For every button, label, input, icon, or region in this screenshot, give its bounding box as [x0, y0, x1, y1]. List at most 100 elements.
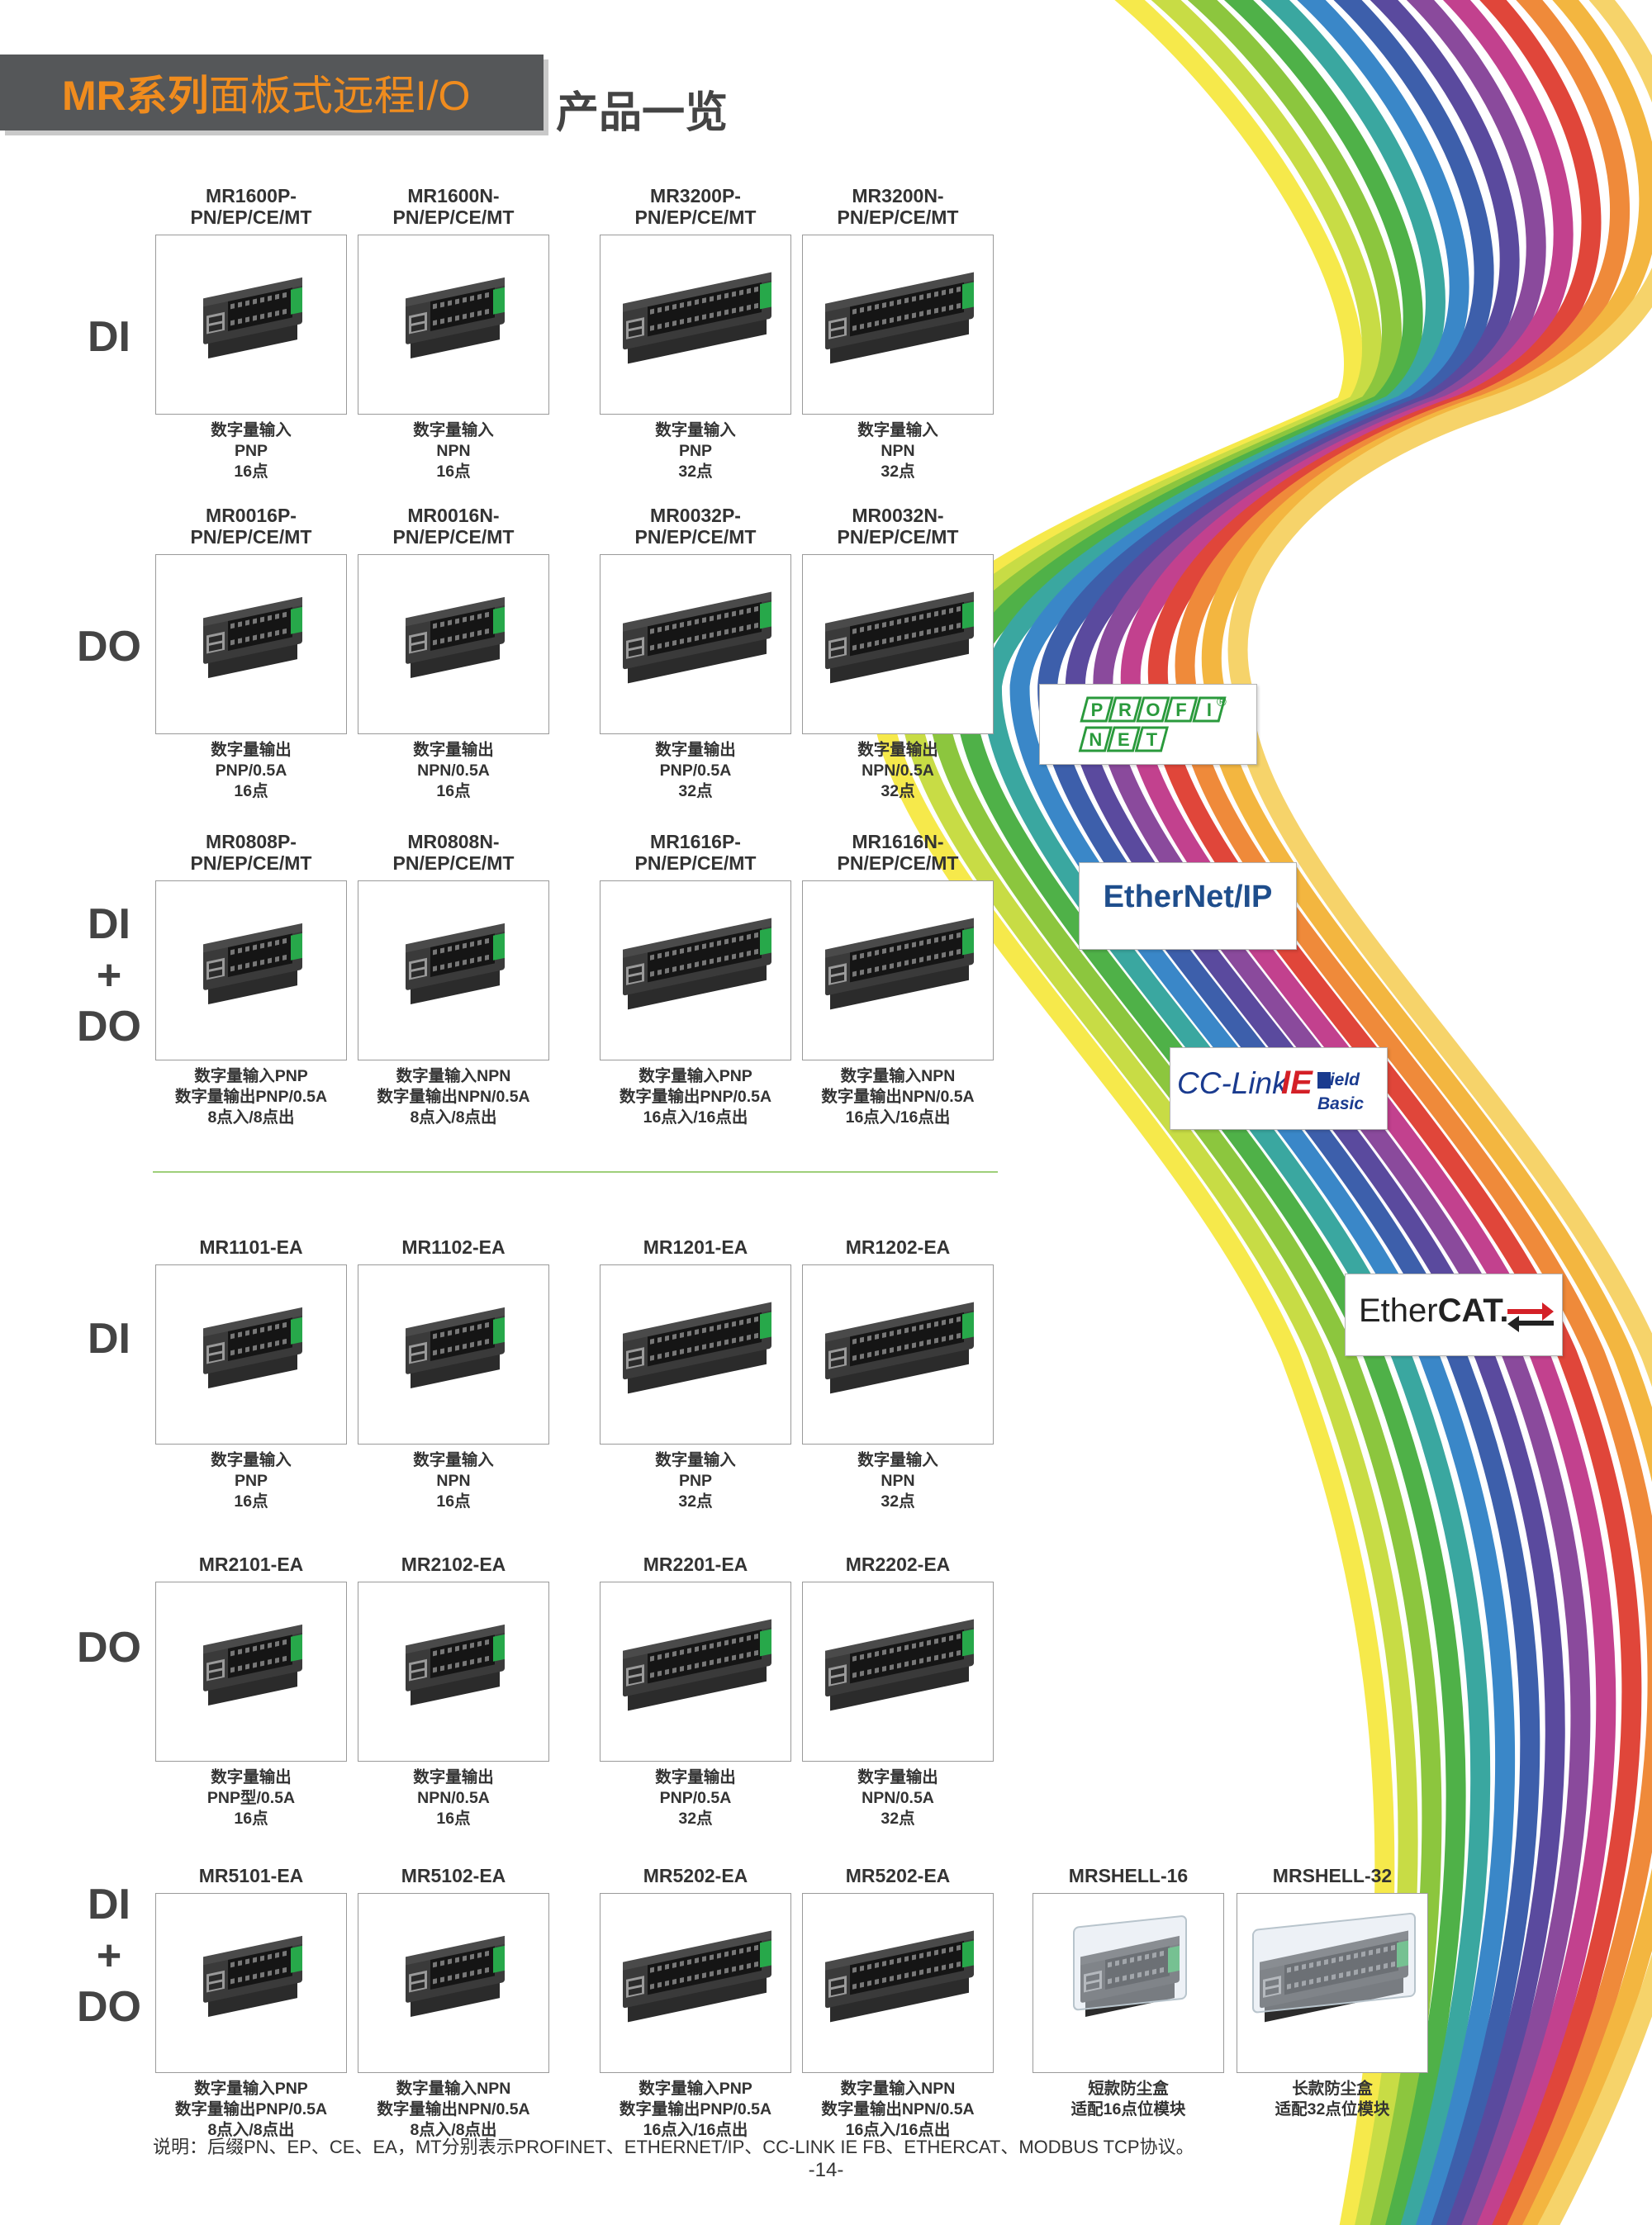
product-model-line: MR5101-EA — [198, 1865, 304, 1886]
product-image — [203, 923, 302, 1005]
product-description-line: 适配32点位模块 — [1275, 2100, 1390, 2118]
product-description-line: NPN/0.5A — [417, 1789, 490, 1807]
series-title: MR系列面板式远程I/O — [62, 71, 470, 121]
ribbon-band — [1009, 0, 1516, 2225]
product-description-line: 32点 — [881, 1492, 915, 1511]
row-label-line: DI — [88, 313, 131, 361]
product-description-line: NPN — [881, 442, 915, 460]
cclink-text: CC-Link — [1177, 1066, 1289, 1100]
product-description-line: 数字量输入 — [413, 1451, 494, 1469]
profinet-letter: T — [1146, 729, 1158, 750]
product-model-line: MR5102-EA — [401, 1865, 506, 1886]
ethercat-ether-text: Ether — [1359, 1293, 1438, 1329]
product-model: MR1616P-PN/EP/CE/MT — [600, 831, 791, 874]
profinet-letter: I — [1207, 700, 1212, 720]
product-model: MR5202-EA — [600, 1843, 791, 1886]
product-description-line: 16点 — [436, 1810, 471, 1828]
ethercat-logo-text: EtherCAT. — [1359, 1293, 1509, 1330]
profinet-letter-box — [1164, 696, 1199, 723]
product-image-frame — [1237, 1893, 1428, 2073]
product-image — [203, 596, 302, 679]
product-description-line: 16点 — [234, 1810, 268, 1828]
product-model-line: MR0016N- — [407, 505, 500, 526]
product-model-line: PN/EP/CE/MT — [190, 526, 312, 548]
product-description-line: NPN — [881, 1472, 915, 1490]
product-image-frame — [358, 554, 549, 734]
product-description-line: 数字量输出NPN/0.5A — [377, 1088, 530, 1106]
ethernetip-logo: EtherNet/IP — [1079, 862, 1297, 950]
product-description-line: 适配16点位模块 — [1070, 2100, 1186, 2118]
header-bar — [0, 55, 544, 130]
product-image-frame — [802, 554, 994, 734]
product-image-frame — [358, 1582, 549, 1762]
ribbon-band — [981, 0, 1491, 2225]
product-model: MR0016P-PN/EP/CE/MT — [155, 505, 347, 548]
profinet-letter-box — [1134, 726, 1169, 752]
row-label: DI+DO — [59, 899, 159, 1052]
cclink-basic-text: Basic — [1317, 1094, 1364, 1113]
row-label-line: + — [96, 951, 122, 999]
product-description-line: 数字量输入NPN — [840, 1067, 956, 1085]
product-description-line: 数字量输入PNP — [194, 2080, 308, 2098]
product-image — [406, 596, 505, 679]
product-model-line: PN/EP/CE/MT — [190, 852, 312, 874]
product-description-line: 16点 — [436, 1492, 471, 1511]
product-description-line: PNP型/0.5A — [206, 1789, 296, 1807]
product-description-line: 数字量输出 — [857, 1768, 938, 1786]
product-model: MRSHELL-32 — [1237, 1843, 1428, 1886]
product-image-frame — [155, 1264, 347, 1445]
product-model-line: PN/EP/CE/MT — [837, 852, 959, 874]
product-description-line: 32点 — [678, 463, 713, 481]
page-heading: 产品一览 — [556, 89, 729, 137]
product-image — [406, 277, 505, 359]
product-description-line: 数字量输入NPN — [396, 2080, 511, 2098]
ribbon-band — [954, 0, 1466, 2225]
product-image — [406, 1935, 505, 2018]
product-image-frame — [600, 880, 791, 1060]
ribbon-band — [899, 0, 1418, 2225]
product-description-line: 数字量输入NPN — [396, 1067, 511, 1085]
footnote: 说明：后缀PN、EP、CE、EA，MT分别表示PROFINET、ETHERNET… — [153, 2137, 1194, 2157]
registered-mark: ® — [1217, 695, 1227, 709]
row-label: DO — [59, 621, 159, 672]
product-model: MR5101-EA — [155, 1843, 347, 1886]
product-description-line: PNP — [678, 1472, 713, 1490]
product-description-line: 32点 — [881, 1810, 915, 1828]
product-model-line: MRSHELL-16 — [1068, 1865, 1189, 1886]
product-model-line: MR2101-EA — [198, 1554, 304, 1575]
product-model: MR5102-EA — [358, 1843, 549, 1886]
product-description-line: 16点入/16点出 — [643, 2121, 748, 2139]
product-image-frame — [600, 1582, 791, 1762]
product-model-line: MR1616P- — [650, 831, 741, 852]
product-model: MR3200P-PN/EP/CE/MT — [600, 185, 791, 228]
product-image — [623, 272, 771, 364]
product-model: MR0032P-PN/EP/CE/MT — [600, 505, 791, 548]
product-model-line: MR0808N- — [407, 831, 500, 852]
product-image — [1073, 1915, 1187, 2018]
page-number: -14- — [808, 2159, 844, 2181]
product-image — [825, 1302, 974, 1394]
row-label-line: DO — [77, 1624, 141, 1672]
product-model: MR2101-EA — [155, 1532, 347, 1575]
product-image-frame — [1032, 1893, 1224, 2073]
product-image-frame — [802, 880, 994, 1060]
